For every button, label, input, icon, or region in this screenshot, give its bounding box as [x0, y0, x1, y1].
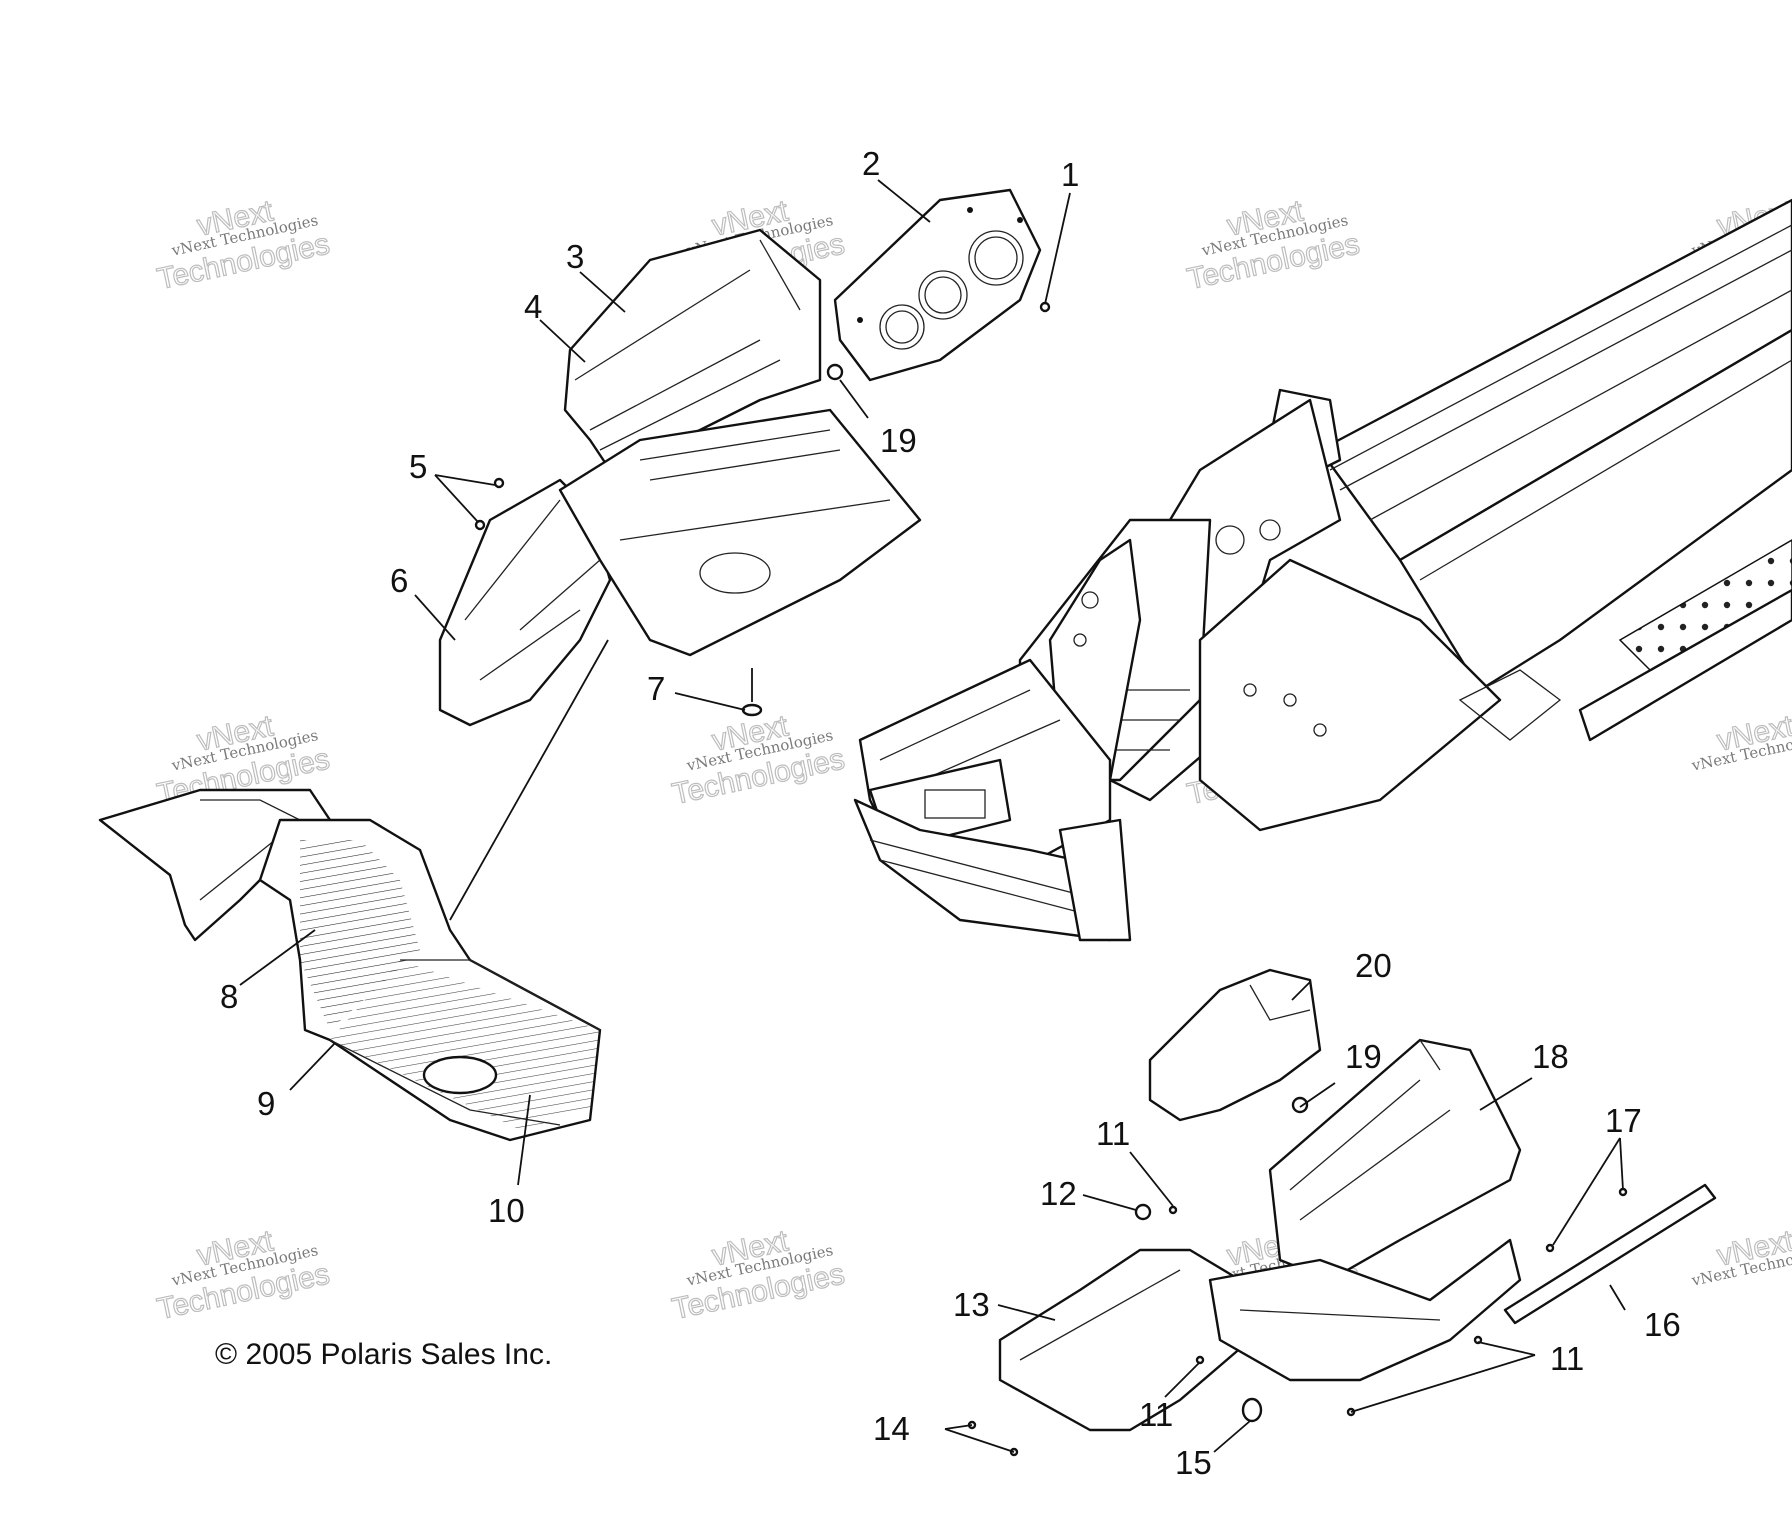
part-12-nut	[1134, 1203, 1152, 1221]
part-19-grommet-upper	[826, 363, 844, 381]
callout-19-a: 19	[880, 422, 917, 459]
part-15-cap	[1241, 1397, 1263, 1423]
part-20-cover	[1148, 968, 1322, 1122]
watermark-10: vNext vNext Technologies Technologies	[669, 1224, 848, 1327]
assembly-line	[449, 639, 609, 921]
part-3-4-dash-cover	[563, 228, 822, 472]
callout-6: 6	[390, 562, 408, 599]
watermark-8: vNext vNext Technologies	[1689, 709, 1792, 775]
part-7-fastener	[741, 703, 763, 717]
leader-lines	[239, 179, 1626, 1453]
part-5-screw-a	[493, 477, 505, 489]
callout-19-b: 19	[1345, 1038, 1382, 1075]
callout-17: 17	[1605, 1102, 1642, 1139]
callout-16: 16	[1644, 1306, 1681, 1343]
watermark-9: vNext vNext Technologies Technologies	[154, 1224, 333, 1327]
part-19-grommet-lower	[1291, 1096, 1309, 1114]
callout-13: 13	[953, 1286, 990, 1323]
watermark-3: vNext vNext Technologies Technologies	[1184, 194, 1363, 297]
part-17-clip-a	[1545, 1243, 1555, 1253]
callout-labels: 1 2 3 4 5 6 7 8 9 10 11 11 11 12 13 14 1…	[220, 145, 1681, 1481]
part-console-pan	[558, 408, 922, 657]
watermark-6: vNext vNext Technologies Technologies	[669, 709, 848, 812]
part-6-console-front	[438, 478, 612, 727]
callout-11-a: 11	[1096, 1115, 1130, 1152]
part-5-screw-b	[474, 519, 486, 531]
callout-15: 15	[1175, 1444, 1212, 1481]
part-13-side-panel	[998, 1248, 1252, 1432]
part-lower-nose-pan	[1208, 1238, 1522, 1382]
callout-20: 20	[1355, 947, 1392, 984]
callout-9: 9	[257, 1085, 275, 1122]
callout-3: 3	[566, 238, 584, 275]
part-11-screw-a	[1168, 1205, 1178, 1215]
callout-11-b: 11	[1139, 1396, 1173, 1433]
part-1-screw	[1039, 301, 1051, 313]
callout-5: 5	[409, 448, 427, 485]
callout-12: 12	[1040, 1175, 1077, 1212]
watermark-12: vNext vNext Technologies	[1689, 1224, 1792, 1290]
chassis-frame	[853, 198, 1792, 942]
callout-14: 14	[873, 1410, 910, 1447]
callout-2: 2	[862, 145, 880, 182]
part-8-9-10-console-liner	[98, 788, 602, 1142]
watermark-1: vNext vNext Technologies Technologies	[154, 194, 333, 297]
callout-8: 8	[220, 978, 238, 1015]
callout-7: 7	[647, 670, 665, 707]
callout-10: 10	[488, 1192, 525, 1229]
part-18-hood	[1268, 1038, 1522, 1282]
callout-18: 18	[1532, 1038, 1569, 1075]
part-16-rail-strip	[1503, 1183, 1717, 1325]
part-2-gauge-panel	[833, 188, 1042, 382]
callout-1: 1	[1061, 156, 1079, 193]
copyright-notice: © 2005 Polaris Sales Inc.	[215, 1338, 552, 1371]
callout-4: 4	[524, 288, 542, 325]
callout-11-c: 11	[1550, 1340, 1584, 1377]
